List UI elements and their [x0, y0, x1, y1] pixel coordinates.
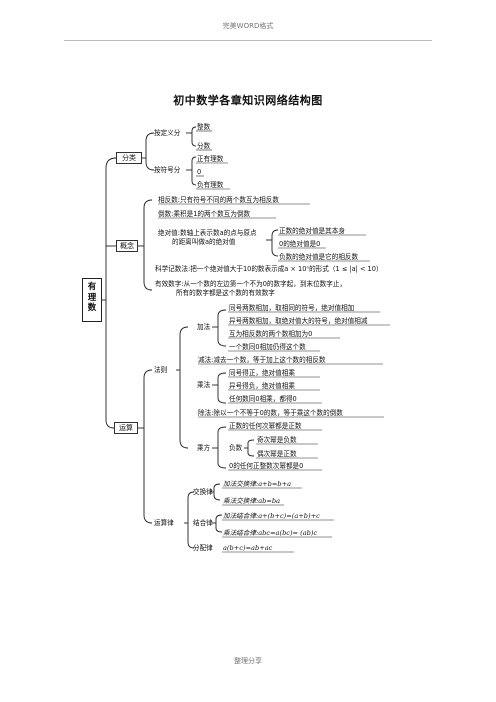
negative-rational-item: 负有理数: [197, 181, 224, 189]
root-label-2: 理: [87, 292, 97, 303]
integer-item: 整数: [197, 123, 211, 131]
fraction-item: 分数: [197, 142, 211, 150]
root-label-3: 数: [87, 303, 97, 313]
add-rule-3: 互为相反数的两个数相加为0: [229, 330, 313, 338]
add-rule-2: 异号两数相加，取绝对值大的符号，绝对值相减: [229, 317, 368, 325]
page-header: 完美WORD格式: [222, 22, 274, 30]
reciprocal-def: 倒数:乘积是1的两个数互为倒数: [158, 210, 251, 218]
add-commutative: 加法交换律:a+b=b+a: [223, 480, 292, 488]
root-node-rational-numbers: 有 理 数: [82, 278, 102, 322]
distributive-label: 分配律: [193, 544, 213, 552]
power-label: 乘方: [197, 444, 211, 452]
negative-brace: [247, 439, 255, 457]
opposite-number-def: 相反数:只有符号不同的两个数互为相反数: [158, 196, 279, 204]
rules-label: 法则: [154, 366, 168, 374]
add-rule-4: 一个数同0相加仍得这个数: [229, 343, 306, 351]
abs-def-line2: 的距离叫做a的绝对值: [172, 238, 236, 246]
sig-figures-line2: 所有的数字都是这个数的有效数字: [176, 289, 275, 297]
operation-node: 运算: [114, 422, 138, 434]
commutative-label: 交换律: [193, 488, 213, 496]
abs-negative-item: 负数的绝对值是它的相反数: [279, 253, 359, 261]
mul-rule-2: 异号得负，绝对值相乘: [229, 382, 295, 390]
scientific-notation-def: 科学记数法:把一个绝对值大于10的数表示成a × 10ⁿ的形式（1 ≤ |a| …: [155, 265, 383, 273]
diagram-title: 初中数学各章知识网络结构图: [173, 94, 323, 107]
subtraction-rule: 减法:减去一个数，等于加上这个数的相反数: [198, 356, 326, 364]
power-positive-rule: 正数的任何次幂都是正数: [229, 422, 302, 430]
abs-zero-item: 0的绝对值是0: [279, 240, 321, 248]
sig-figures-line1: 有效数字:从一个数的左边第一个不为0的数字起，到末位数字止，: [155, 280, 347, 288]
mul-brace: [217, 372, 227, 404]
mul-associative: 乘法结合律:abc=a(bc)= (ab)c: [223, 529, 318, 537]
abs-brace: [271, 229, 279, 257]
mul-rule-3: 任何数同0相乘，都得0: [229, 395, 297, 403]
odd-power-rule: 奇次幂是负数: [257, 436, 297, 444]
page-footer: 整理分享: [234, 657, 262, 665]
distributive-formula: a(b+c)=ab+ac: [223, 544, 273, 552]
add-associative: 加法结合律:a+(b+c)=(a+b)+c: [223, 512, 320, 520]
abs-positive-item: 正数的绝对值是其本身: [279, 227, 345, 235]
multiplication-label: 乘法: [197, 381, 211, 389]
root-label-1: 有: [87, 282, 97, 292]
concept-brace: [143, 199, 153, 291]
mul-rule-1: 同号得正，绝对值相乘: [229, 369, 295, 377]
add-brace: [217, 309, 227, 347]
classify-brace: [145, 132, 155, 171]
associative-label: 结合律: [193, 519, 213, 527]
by-sign-brace: [191, 156, 197, 186]
add-rule-1: 同号两数相加，取相同的符号，绝对值相加: [229, 304, 355, 312]
commutative-brace: [213, 483, 221, 501]
mul-commutative: 乘法交换律:ab=ba: [223, 497, 281, 505]
by-sign-label: 按符号分: [154, 166, 181, 174]
by-definition-label: 按定义分: [154, 129, 181, 137]
by-definition-brace: [191, 126, 197, 147]
operation-brace: [143, 369, 153, 524]
associative-brace: [215, 514, 223, 533]
rules-brace: [179, 326, 189, 449]
root-brace: [105, 157, 117, 429]
item-underlines: [158, 130, 390, 553]
abs-def-line1: 绝对值:数轴上表示数a的点与原点: [158, 229, 257, 237]
power-zero-rule: 0的任何正整数次幂都是0: [229, 462, 304, 470]
addition-label: 加法: [197, 323, 211, 331]
pow-brace: [217, 426, 227, 469]
zero-item: 0: [197, 168, 202, 176]
power-negative-label: 负数: [229, 444, 243, 452]
header-rule: [64, 40, 432, 41]
division-rule: 除法:除以一个不等于0的数，等于乘这个数的倒数: [198, 409, 343, 417]
laws-brace: [187, 491, 195, 549]
laws-label: 运算律: [154, 519, 174, 527]
even-power-rule: 偶次幂是正数: [257, 450, 297, 458]
positive-rational-item: 正有理数: [197, 155, 224, 163]
classify-node: 分类: [116, 152, 142, 164]
concept-node: 概念: [116, 240, 138, 252]
